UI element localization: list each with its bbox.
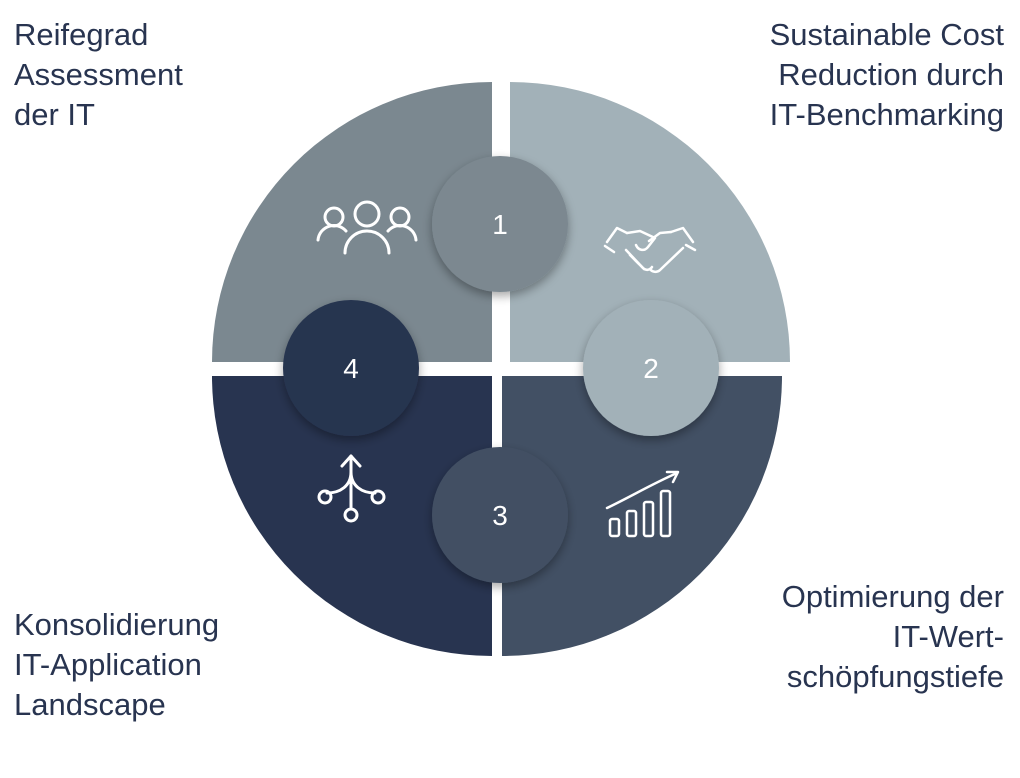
segment-2-quadrant bbox=[510, 82, 790, 362]
segment-1-label: Reifegrad Assessment der IT bbox=[14, 15, 183, 135]
segment-1-number: 1 bbox=[492, 209, 508, 240]
handshake-icon bbox=[603, 226, 697, 274]
growth-bar-chart-icon bbox=[605, 470, 680, 538]
segment-4-quadrant bbox=[212, 376, 492, 656]
segment-3-number: 3 bbox=[492, 500, 508, 531]
segment-4-label: Konsolidierung IT-Application Landscape bbox=[14, 605, 219, 725]
segment-2-label-line: IT-Benchmarking bbox=[769, 97, 1004, 132]
merge-arrow-icon bbox=[317, 454, 386, 523]
segment-3-label-line: Optimierung der bbox=[781, 579, 1004, 614]
segment-1-label-line: Assessment bbox=[14, 57, 183, 92]
segment-3-quadrant bbox=[502, 376, 782, 656]
segment-2-number-badge: 2 bbox=[583, 300, 719, 436]
segment-2-label-line: Reduction durch bbox=[778, 57, 1004, 92]
segment-3-label-line: schöpfungstiefe bbox=[786, 659, 1004, 694]
segment-3-number-badge: 3 bbox=[432, 447, 568, 583]
segment-1-number-badge: 1 bbox=[432, 156, 568, 292]
segment-3-label-line: IT-Wert- bbox=[892, 619, 1004, 654]
segment-2-label: Sustainable Cost Reduction durch IT-Benc… bbox=[770, 15, 1004, 135]
segment-1-quadrant bbox=[212, 82, 492, 362]
segment-4-label-line: Landscape bbox=[14, 687, 166, 722]
segment-4-label-line: Konsolidierung bbox=[14, 607, 220, 642]
segment-4-number: 4 bbox=[343, 353, 359, 384]
segment-2-label-line: Sustainable Cost bbox=[769, 17, 1004, 52]
segment-3-label: Optimierung der IT-Wert- schöpfungstiefe bbox=[782, 577, 1004, 697]
people-group-icon bbox=[316, 200, 418, 255]
segment-2-number: 2 bbox=[643, 353, 659, 384]
segment-4-number-badge: 4 bbox=[283, 300, 419, 436]
segment-1-label-line: Reifegrad bbox=[14, 17, 149, 52]
segment-1-label-line: der IT bbox=[14, 97, 95, 132]
segment-4-label-line: IT-Application bbox=[14, 647, 202, 682]
